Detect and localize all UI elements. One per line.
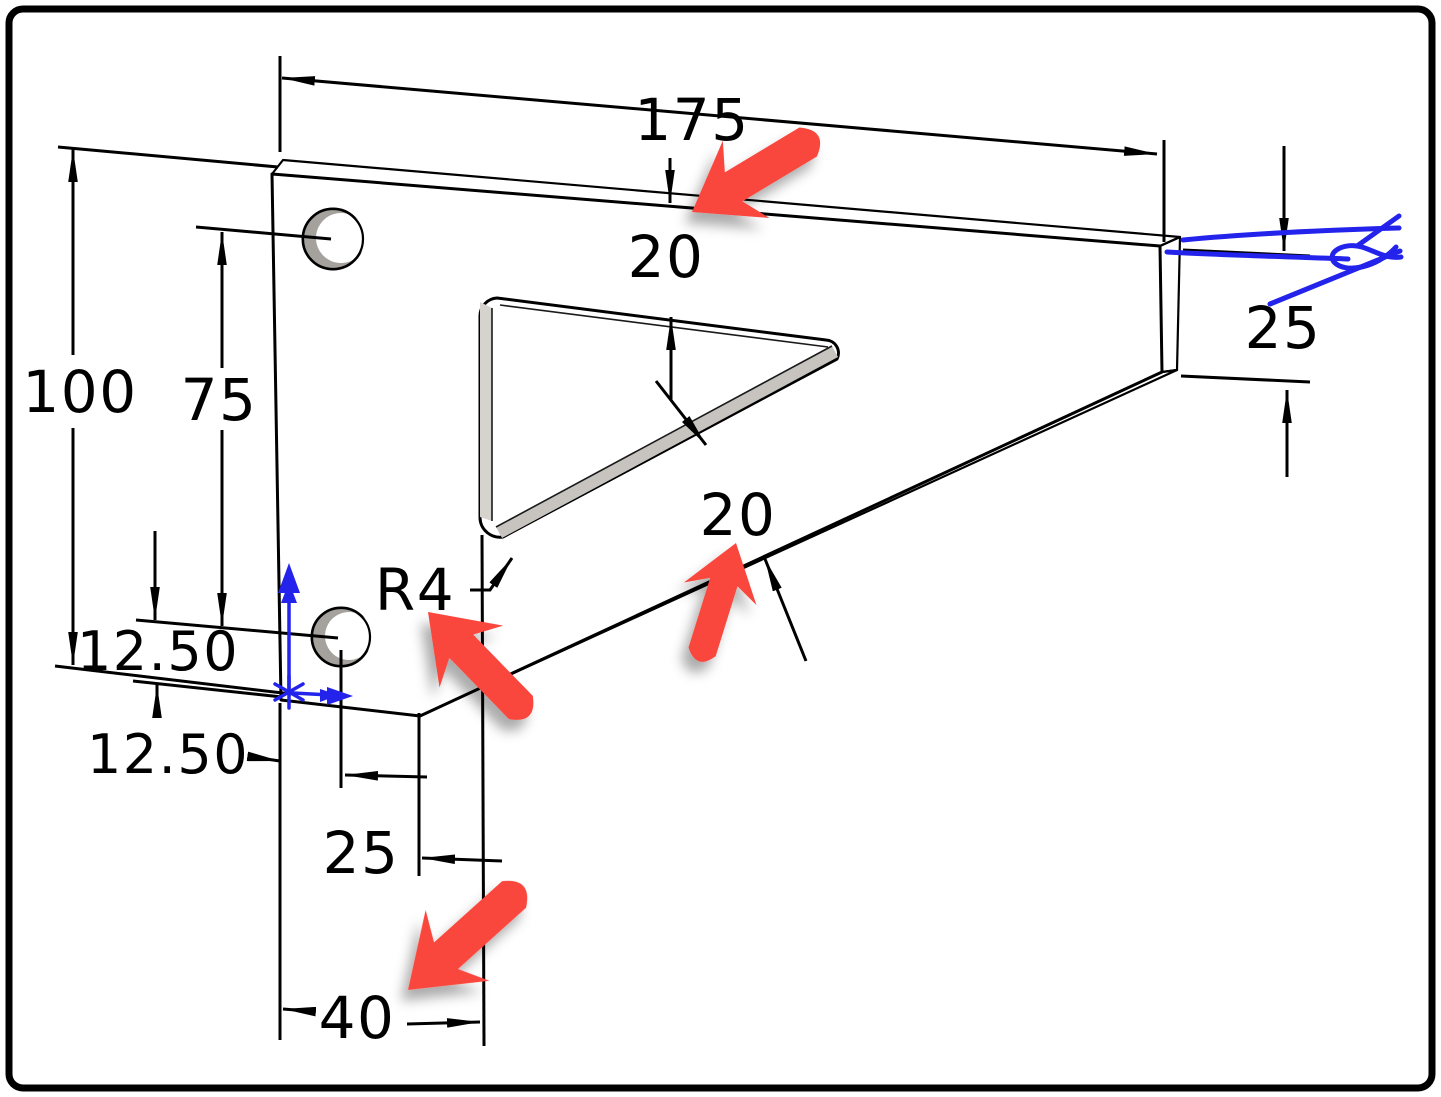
origin-y-arrowhead-icon (281, 582, 297, 603)
cutout-bottom-wall (496, 346, 838, 538)
cutout-top-wall-edge (499, 304, 829, 348)
dimension-top-web[interactable]: 20 (628, 158, 705, 400)
dim-text-12.50-a[interactable]: 12.50 (77, 620, 239, 683)
dimension-origin-offset[interactable]: 12.50 (87, 679, 283, 786)
sketch-origin[interactable] (273, 590, 332, 710)
dim-text-25-right[interactable]: 25 (1245, 294, 1322, 362)
dimension-line (421, 854, 503, 865)
ink-scribble (1164, 213, 1404, 307)
leader-line (246, 751, 281, 763)
dimension-lower-hole-offset[interactable]: 12.50 (77, 531, 239, 718)
dimension-line (654, 380, 708, 446)
upper-hole-through (316, 213, 366, 263)
leader-line (470, 557, 514, 592)
dimension-line (282, 1006, 317, 1017)
dimension-hole-spacing[interactable]: 75 (135, 225, 339, 640)
origin-x-arrowhead-icon (327, 687, 353, 705)
viewport-border (5, 5, 1436, 1092)
dimension-line (763, 558, 808, 662)
cutout-bottom-wall-edge (495, 345, 833, 528)
scribble-slash (1354, 213, 1402, 249)
origin-arrowheads (278, 563, 353, 705)
dimension-bottom-web[interactable]: 20 (654, 380, 808, 662)
dimension-tip-height[interactable]: 25 (1180, 146, 1322, 477)
dimension-line (406, 1018, 481, 1028)
bracket-part[interactable] (270, 158, 1182, 718)
lower-hole-through (325, 612, 373, 660)
extension-line (57, 145, 279, 169)
dimension-base-width[interactable]: 40 (282, 984, 481, 1052)
dim-text-75[interactable]: 75 (181, 366, 258, 434)
upper-hole[interactable] (301, 207, 365, 271)
dimension-overall-width[interactable]: 175 (278, 56, 1166, 242)
dim-text-40[interactable]: 40 (319, 984, 396, 1052)
bracket-bottom-wall[interactable] (418, 368, 1179, 718)
leader-upper-hole (195, 225, 332, 241)
leader-lower-hole (135, 618, 339, 640)
extension-line (132, 679, 283, 699)
extension-line-cutout-corner (480, 534, 486, 1047)
origin-y-arrowhead-icon (278, 563, 300, 593)
scribble-stroke (1164, 249, 1351, 262)
dim-text-R4[interactable]: R4 (375, 556, 455, 624)
cutout-left-wall (480, 302, 492, 521)
dim-text-20-bottom[interactable]: 20 (700, 481, 777, 549)
extension-line (54, 664, 292, 696)
scribble-stroke (1180, 225, 1402, 243)
dim-text-100[interactable]: 100 (22, 358, 137, 426)
dimension-overall-height[interactable]: 100 (22, 145, 292, 696)
dim-text-12.50-b[interactable]: 12.50 (87, 723, 249, 786)
dimension-fillet-radius[interactable]: R4 (375, 556, 514, 624)
dim-text-175[interactable]: 175 (634, 86, 749, 154)
dim-text-25-bottom[interactable]: 25 (323, 819, 400, 887)
dim-text-20-top[interactable]: 20 (628, 223, 705, 291)
dimension-hole-edge-distance[interactable]: 25 (323, 771, 503, 887)
dimension-line (281, 76, 1158, 156)
dimension-line (344, 771, 428, 781)
extension-line (1180, 374, 1311, 384)
origin-star-spoke (273, 682, 305, 702)
origin-x-arrowhead-icon (320, 689, 339, 702)
scribble-slash (1267, 248, 1403, 307)
